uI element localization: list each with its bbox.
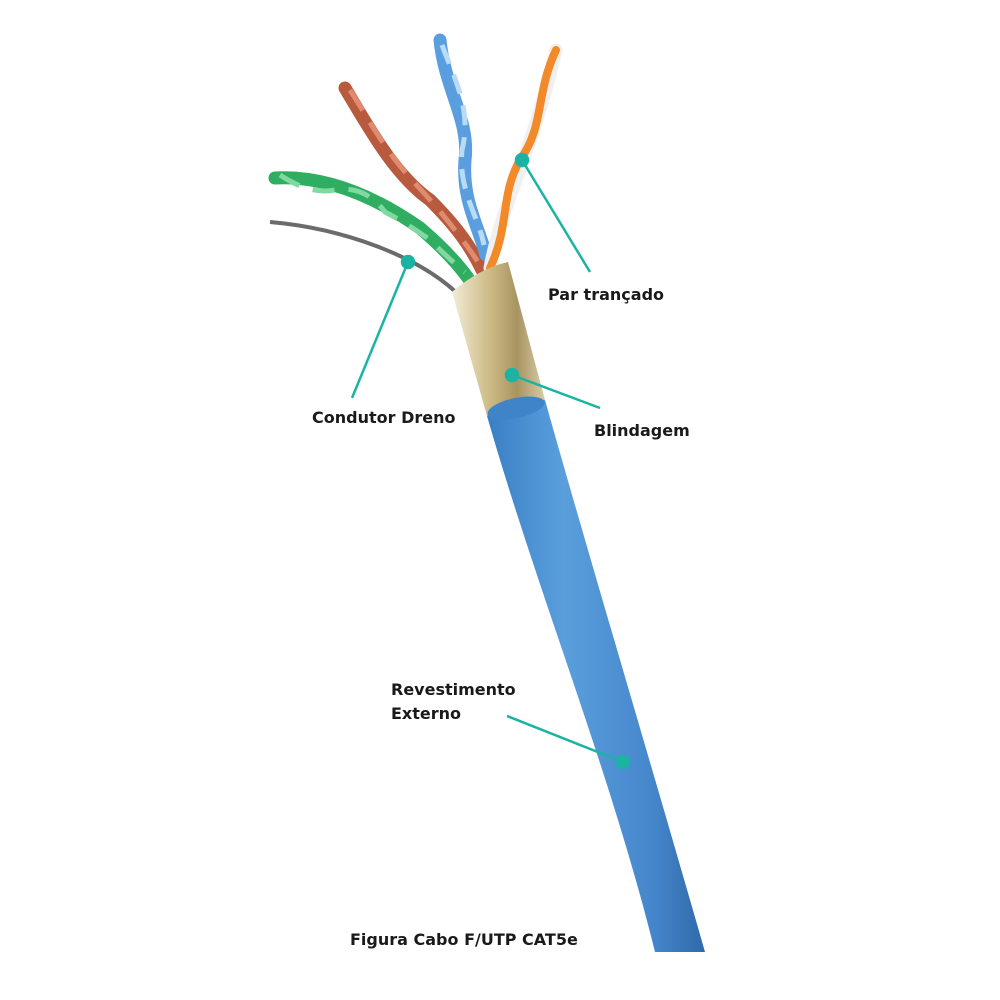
blue-pair: [433, 33, 493, 262]
annotation-lines: [350, 152, 631, 770]
outer-jacket: [487, 399, 705, 952]
figure-caption: Figura Cabo F/UTP CAT5e: [350, 930, 578, 949]
label-jacket-line2: Externo: [391, 704, 462, 723]
foil-shield: [452, 262, 545, 417]
label-jacket-line1: Revestimento: [391, 680, 516, 699]
label-twisted-pair: Par trançado: [548, 285, 665, 304]
brown-pair: [338, 81, 489, 277]
jacket-edge: [487, 396, 545, 420]
drain-wire: [269, 220, 464, 300]
label-shield: Blindagem: [594, 421, 690, 440]
label-drain-wire: Condutor Dreno: [312, 408, 456, 427]
green-pair: [268, 171, 475, 285]
